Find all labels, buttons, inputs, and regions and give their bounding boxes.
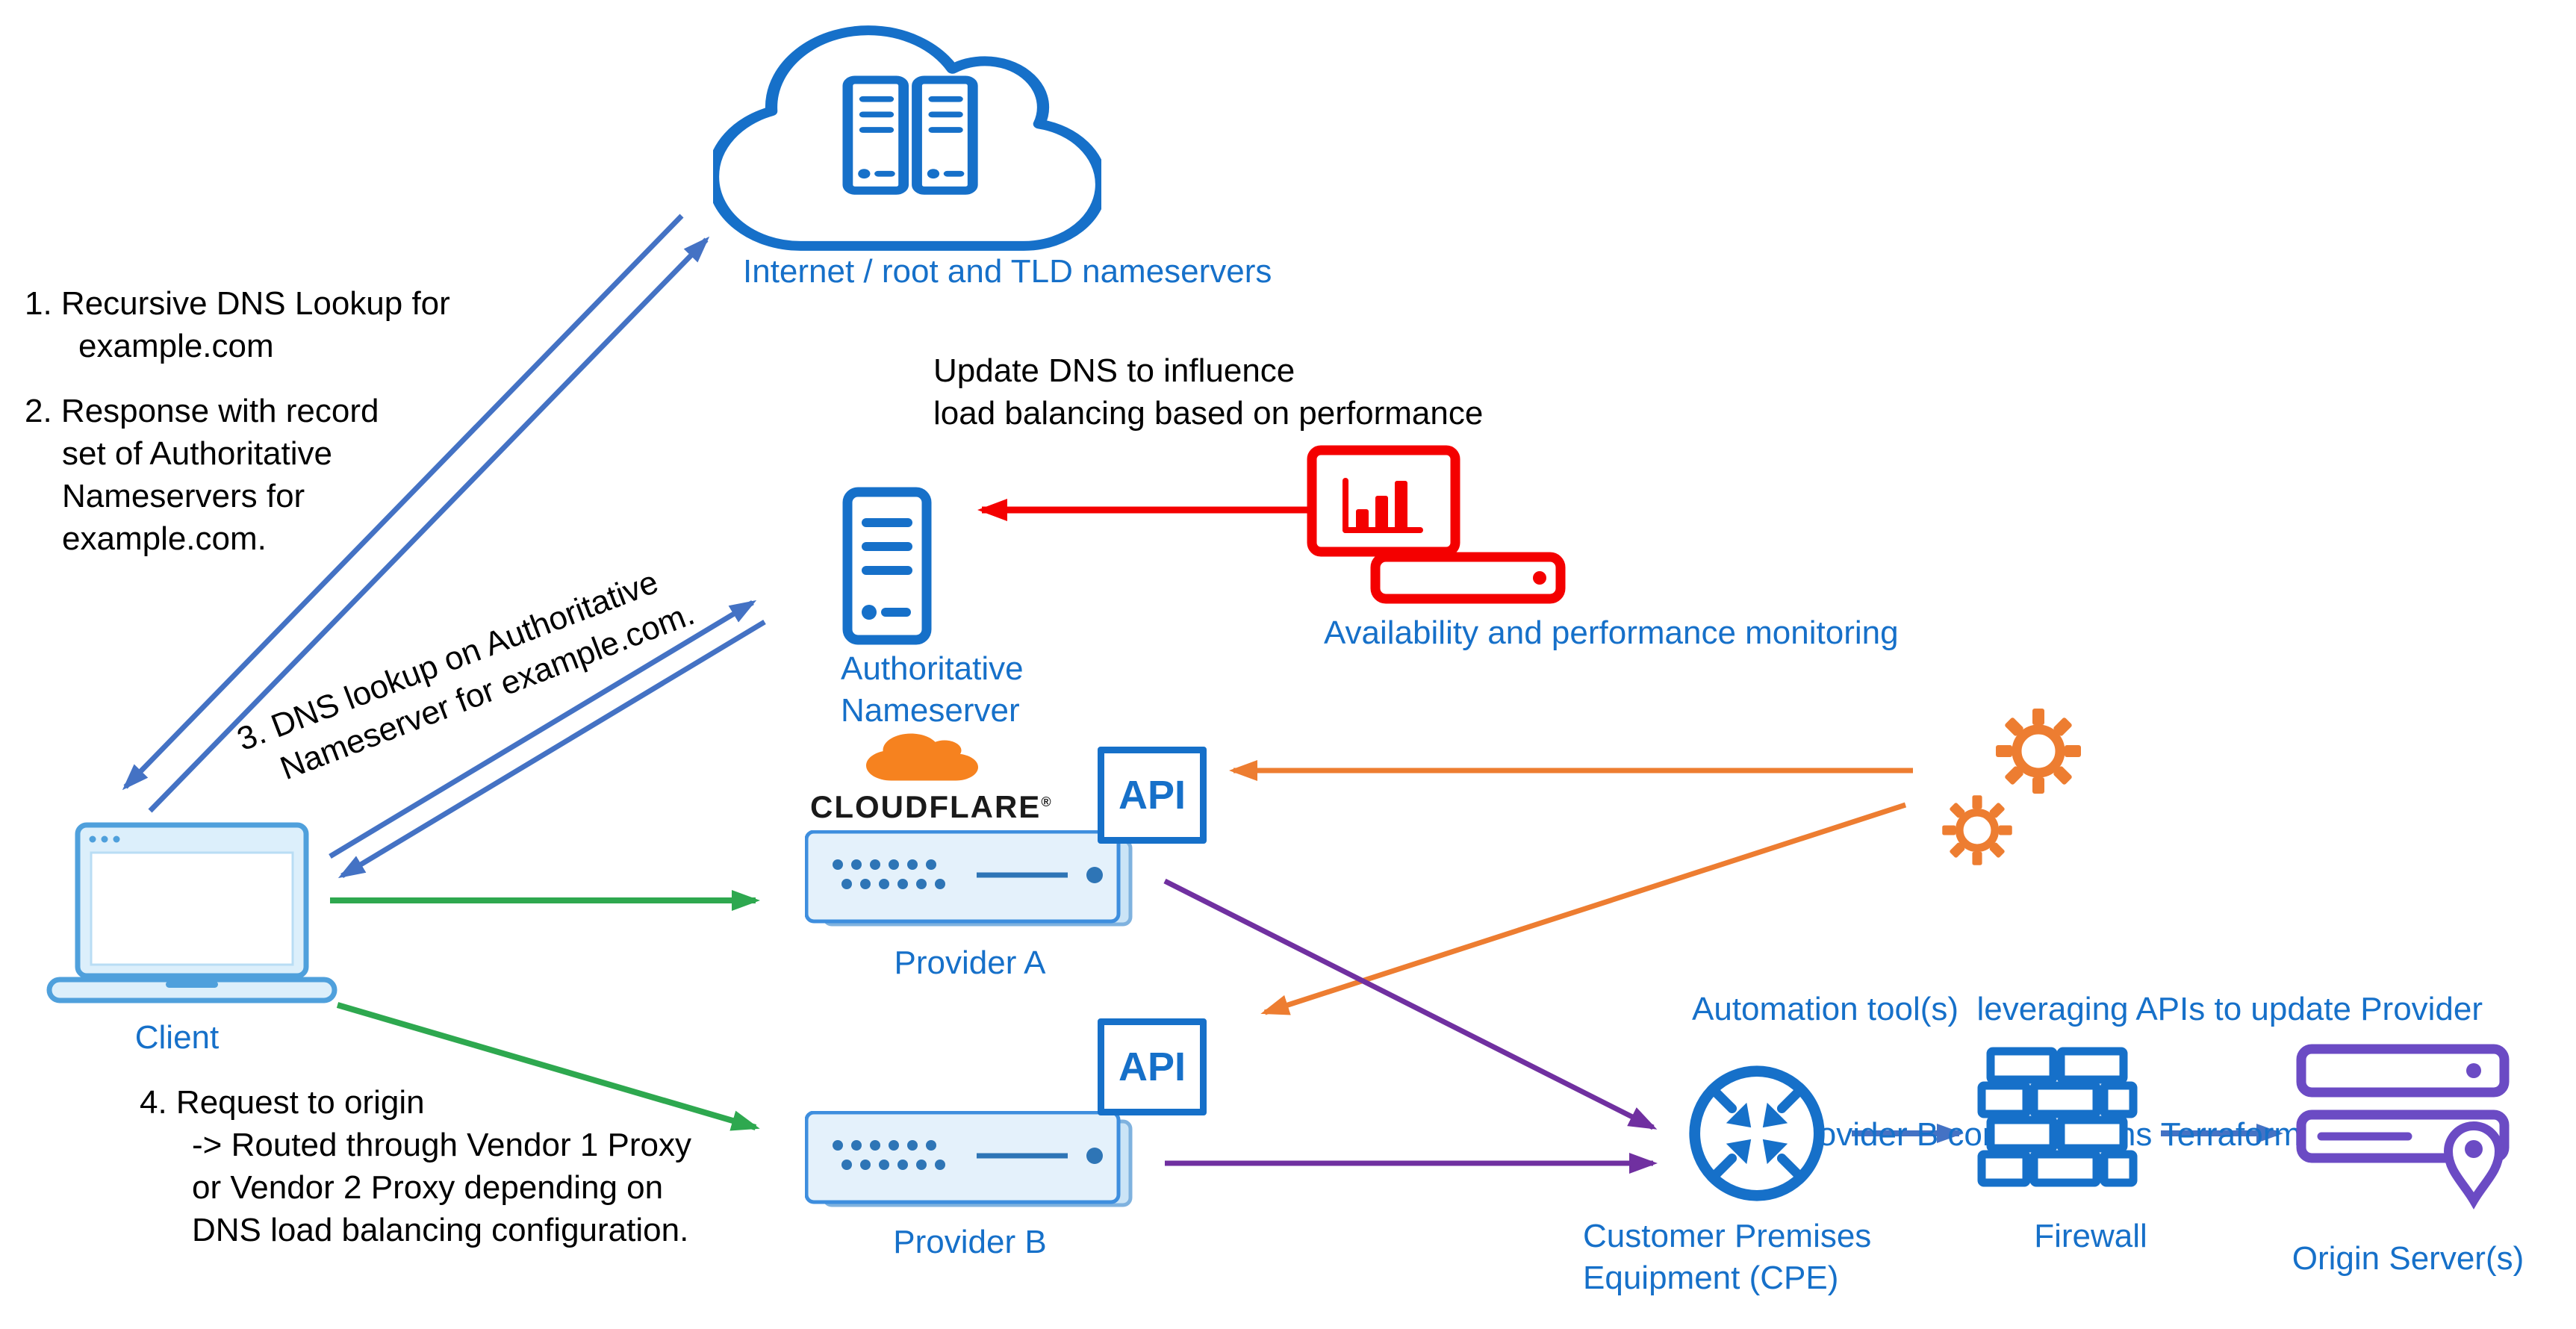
note-line: Nameservers for bbox=[62, 478, 305, 514]
provider-b-api-box: API bbox=[1098, 1018, 1207, 1115]
arrow-recursive-dns-lookup bbox=[148, 236, 710, 813]
label-line: Nameserver bbox=[841, 692, 1020, 729]
label-line: Equipment (CPE) bbox=[1583, 1260, 1839, 1296]
arrow-dns-response bbox=[122, 214, 684, 791]
arrow-client-provider-b bbox=[336, 1002, 760, 1131]
note-line: 4. Request to origin bbox=[140, 1084, 425, 1121]
note-line: 1. Recursive DNS Lookup for bbox=[25, 285, 450, 322]
note-line: 2. Response with record bbox=[25, 393, 379, 429]
cloudflare-cloud-icon bbox=[866, 733, 978, 781]
origin-servers-icon bbox=[2296, 1044, 2510, 1210]
annotation-steps-1-2: 1. Recursive DNS Lookup for example.com … bbox=[25, 282, 450, 560]
origin-node bbox=[2296, 1044, 2520, 1213]
api-label: API bbox=[1118, 1045, 1186, 1089]
server-racks bbox=[842, 75, 978, 195]
label-line: Customer Premises bbox=[1583, 1218, 1872, 1254]
arrow-authoritative-response bbox=[337, 619, 766, 879]
authoritative-nameserver-node bbox=[842, 487, 932, 649]
cloudflare-logo: CLOUDFLARE® bbox=[810, 730, 1051, 825]
monitoring-label: Availability and performance monitoring bbox=[1324, 614, 1899, 651]
cpe-node bbox=[1684, 1060, 1830, 1210]
note-line: or Vendor 2 Proxy depending on bbox=[192, 1169, 664, 1206]
firewall-label: Firewall bbox=[2034, 1218, 2147, 1254]
note-line: Update DNS to influence bbox=[933, 352, 1295, 389]
arrow-automation-api-b bbox=[1260, 802, 1907, 1015]
load-balancer-appliance-icon bbox=[804, 1110, 1133, 1207]
annotation-step-4: 4. Request to origin -> Routed through V… bbox=[140, 1081, 691, 1251]
firewall-icon bbox=[1977, 1047, 2138, 1187]
load-balancer-appliance-icon bbox=[804, 830, 1133, 927]
client-label: Client bbox=[134, 1019, 220, 1056]
note-line: -> Routed through Vendor 1 Proxy bbox=[192, 1127, 691, 1163]
provider-a-api-box: API bbox=[1098, 747, 1207, 844]
provider-a-label: Provider A bbox=[894, 944, 1046, 981]
provider-b-node bbox=[804, 1110, 1135, 1216]
cloud-nameservers-icon bbox=[706, 25, 1108, 251]
gears-icon bbox=[1942, 709, 2081, 865]
client-node bbox=[46, 821, 337, 1012]
provider-a-node bbox=[804, 830, 1135, 936]
label-line: Authoritative bbox=[841, 650, 1024, 687]
authoritative-nameserver-label: Authoritative Nameserver bbox=[841, 648, 1024, 732]
arrow-authoritative-lookup bbox=[329, 600, 757, 859]
router-icon bbox=[1689, 1065, 1825, 1201]
cpe-label: Customer Premises Equipment (CPE) bbox=[1583, 1216, 1871, 1299]
brand-text: CLOUDFLARE bbox=[810, 789, 1042, 824]
note-line: DNS load balancing configuration. bbox=[192, 1212, 689, 1248]
note-line: example.com. bbox=[62, 520, 267, 557]
internet-label: Internet / root and TLD nameservers bbox=[743, 253, 1272, 290]
cloudflare-wordmark: CLOUDFLARE® bbox=[810, 789, 1051, 825]
location-pin-icon bbox=[2443, 1121, 2504, 1210]
firewall-node bbox=[1977, 1047, 2138, 1200]
laptop-icon bbox=[46, 822, 337, 1003]
label-line: Automation tool(s) leveraging APIs to up… bbox=[1692, 991, 2483, 1027]
note-line: set of Authoritative bbox=[62, 435, 332, 472]
nameserver-icon bbox=[842, 487, 932, 645]
internet-node bbox=[706, 15, 1108, 265]
automation-node bbox=[1925, 703, 2100, 890]
annotation-update-dns: Update DNS to influence load balancing b… bbox=[933, 349, 1483, 435]
note-line: load balancing based on performance bbox=[933, 395, 1484, 432]
arrow-provider-a-cpe bbox=[1163, 878, 1658, 1130]
monitoring-node bbox=[1307, 445, 1568, 609]
registered-mark: ® bbox=[1041, 794, 1053, 809]
api-label: API bbox=[1118, 773, 1186, 818]
origin-label: Origin Server(s) bbox=[2292, 1240, 2524, 1277]
note-line: example.com bbox=[78, 328, 274, 364]
monitoring-icon bbox=[1307, 445, 1566, 604]
provider-b-label: Provider B bbox=[893, 1224, 1047, 1260]
bar-chart-glyph bbox=[1356, 481, 1407, 530]
